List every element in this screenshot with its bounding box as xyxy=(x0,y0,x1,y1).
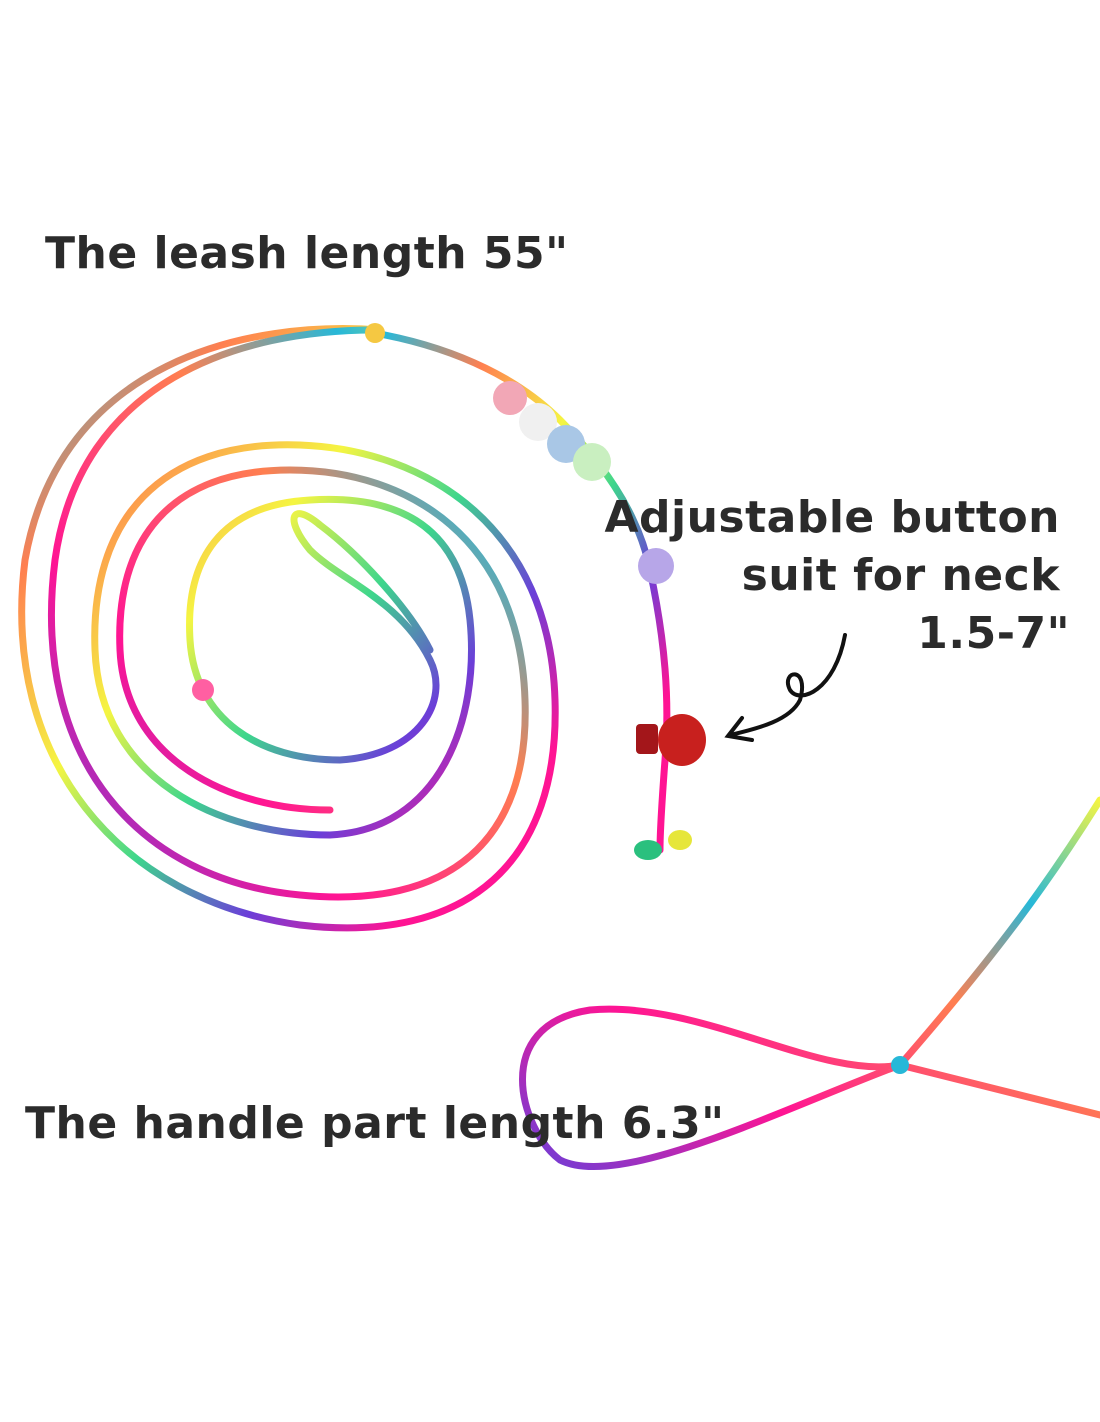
adjustable-label-line2: suit for neck xyxy=(741,550,1060,601)
leash-length-label: The leash length 55" xyxy=(45,228,569,279)
beads xyxy=(493,381,674,584)
handle-length-label: The handle part length 6.3" xyxy=(25,1098,725,1149)
knots xyxy=(192,323,909,1074)
adjustable-label-line1: Adjustable button xyxy=(604,492,1060,543)
adjustable-label-line3: 1.5-7" xyxy=(917,608,1070,659)
stopper-button xyxy=(636,714,706,766)
arrow-icon xyxy=(724,633,847,742)
